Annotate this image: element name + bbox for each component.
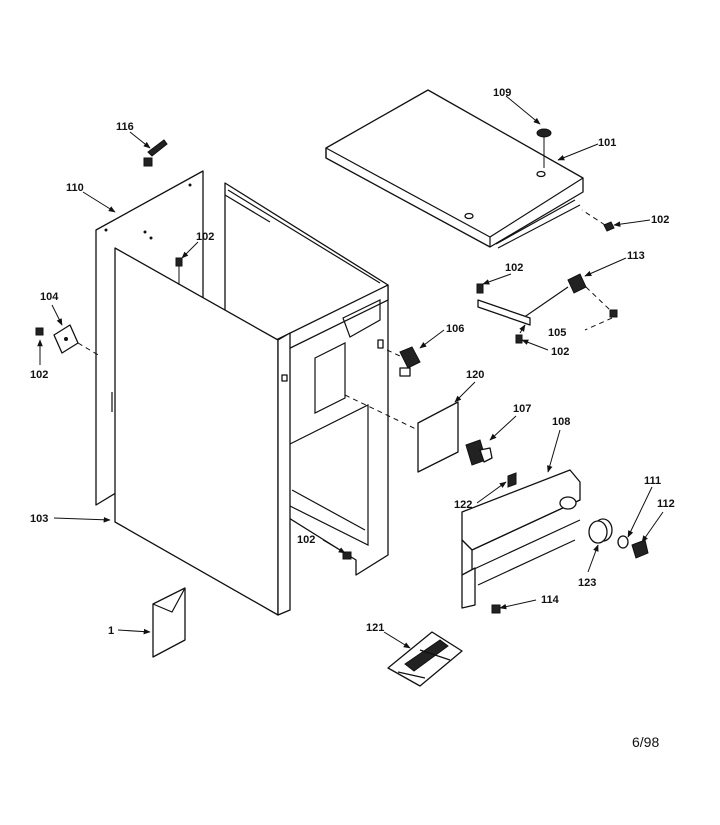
label-116: 116 xyxy=(116,121,134,133)
revision-date: 6/98 xyxy=(632,734,659,750)
label-102-bracket: 102 xyxy=(505,262,523,274)
label-121: 121 xyxy=(366,622,384,634)
label-123: 123 xyxy=(578,577,596,589)
screw-102-cover xyxy=(581,209,615,232)
washer-111 xyxy=(617,535,629,549)
screw-102-left xyxy=(35,327,44,336)
label-105: 105 xyxy=(548,327,566,339)
label-108: 108 xyxy=(552,416,570,428)
switch-106 xyxy=(386,346,421,377)
label-120: 120 xyxy=(466,369,484,381)
switch-107 xyxy=(465,439,493,466)
label-111: 111 xyxy=(644,475,661,487)
label-122: 122 xyxy=(454,499,472,511)
cover-plate-120 xyxy=(344,394,459,473)
label-101: 101 xyxy=(598,137,616,149)
top-cover-101 xyxy=(325,89,584,249)
screw-102-bottom xyxy=(342,551,352,560)
leader-lines xyxy=(37,95,664,649)
label-103: 103 xyxy=(30,513,48,525)
side-panel-103 xyxy=(114,247,291,616)
label-112: 112 xyxy=(657,498,675,510)
hinge-116 xyxy=(143,139,168,167)
knob-112 xyxy=(631,539,649,559)
label-102-left: 102 xyxy=(30,369,48,381)
screw-102-bracket xyxy=(476,283,618,344)
control-panel-108 xyxy=(461,469,581,609)
label-106: 106 xyxy=(446,323,464,335)
screw-114 xyxy=(491,604,501,614)
label-102-top: 102 xyxy=(196,231,214,243)
bracket-113 xyxy=(477,273,611,326)
plug-109 xyxy=(536,128,552,168)
parts-bag-121 xyxy=(387,631,463,687)
label-114: 114 xyxy=(541,594,560,606)
label-102-cover: 102 xyxy=(651,214,669,226)
label-107: 107 xyxy=(513,403,531,415)
label-104: 104 xyxy=(40,291,59,303)
label-102-lower: 102 xyxy=(551,346,569,358)
label-113: 113 xyxy=(627,250,645,262)
literature-1 xyxy=(152,587,186,658)
label-1: 1 xyxy=(108,625,114,637)
label-102-bottom: 102 xyxy=(297,534,315,546)
part-labels: 116 110 109 101 102 102 102 113 104 102 … xyxy=(30,87,675,750)
label-110: 110 xyxy=(66,182,84,194)
knob-123 xyxy=(588,518,613,544)
bracket-104 xyxy=(53,324,101,357)
screw-102-top xyxy=(175,257,183,285)
label-109: 109 xyxy=(493,87,511,99)
